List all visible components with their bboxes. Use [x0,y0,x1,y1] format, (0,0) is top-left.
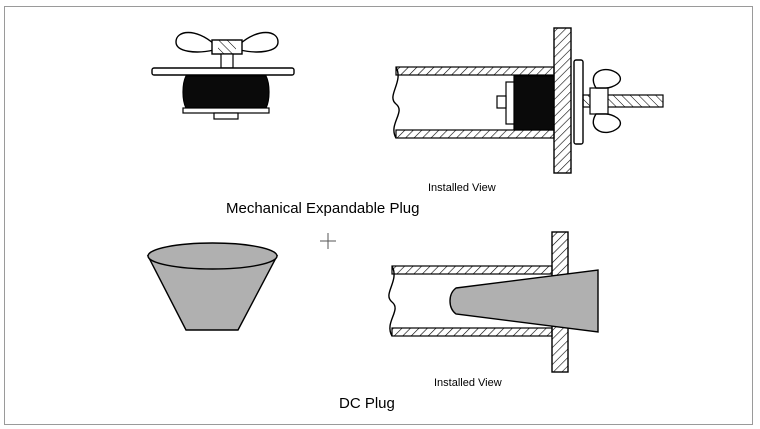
mechanical-plug-installed [392,27,664,174]
mechanical-plug-caption: Mechanical Expandable Plug [226,200,420,217]
crosshair-cursor-icon [320,233,336,249]
dc-plug-caption: DC Plug [339,395,395,412]
wingnut-icon [175,31,279,55]
top-installed-view-label: Installed View [428,182,496,194]
dc-plug-standalone [146,242,279,331]
bottom-installed-view-label: Installed View [434,377,502,389]
mechanical-plug-standalone [151,31,295,120]
dc-plug-installed [388,231,599,373]
diagram-frame [4,6,753,425]
wingnut-icon [589,69,622,133]
